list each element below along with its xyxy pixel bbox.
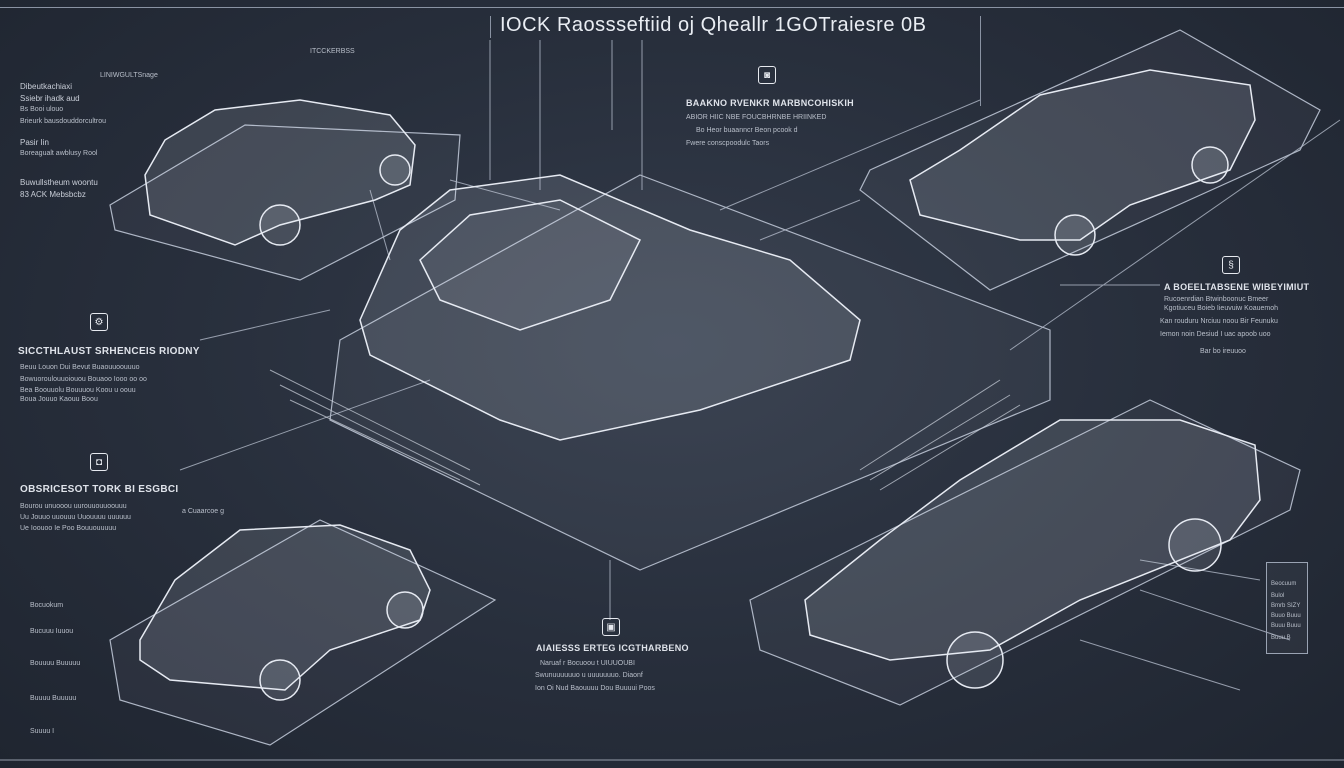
text-line: Ion Oi Nud Baouuuu Dou Buuuui Poos — [535, 685, 655, 692]
text-line: Buuu Buuu — [1271, 623, 1301, 629]
block-heading: OBSRICESOT TORK BI ESGBCI — [20, 484, 179, 495]
text-line: Fwere conscpoodulc Taors — [686, 140, 770, 147]
text-line: Ssiebr ihadk aud — [20, 94, 80, 103]
text-line: Swunuuuuuuo u uuuuuuuo. Diaonf — [535, 672, 643, 679]
text-line: Kan rouduru Nrciuu noou Bir Feunuku — [1160, 318, 1278, 325]
gear-icon: ⚙ — [90, 313, 108, 331]
text-line: Bmrb SIZY — [1271, 603, 1301, 609]
text-line: ABIOR HIIC NBE FOUCBHRNBE HRIINKED — [686, 114, 827, 121]
title-left-tick — [490, 16, 491, 38]
text-line: Bulol — [1271, 593, 1285, 599]
top-label-2: LINIWGULTSnage — [100, 72, 158, 79]
right-card: Beocuum Bulol Bmrb SIZY Buuo Buuu Buuu B… — [1266, 562, 1308, 654]
page-title: IOCK Raossseftiid oj Qheallr 1GOTraiesre… — [500, 14, 927, 36]
text-line: Pasir Iin — [20, 138, 49, 147]
title-right-tick — [980, 16, 981, 106]
text-line: Uu Jouuo uuouuu Uuouuuu uuuuuu — [20, 514, 131, 521]
text-line: Naruaf r Bocuoou t UIUUOUBI — [540, 660, 635, 667]
screen-icon: ▣ — [602, 618, 620, 636]
text-line: Iemon noin Desiud I uac apoob uoo — [1160, 331, 1271, 338]
top-label: ITCCKERBSS — [310, 48, 355, 55]
list-item: Bouuuu Buuuuu — [30, 660, 81, 667]
text-line: Beuu Louon Dui Bevut Buaouuoouuuo — [20, 364, 140, 371]
text-line: Buuu B — [1271, 635, 1291, 641]
list-item: Suuuu I — [30, 728, 55, 735]
text-line: Boua Jouuo Kaouu Boou — [20, 396, 98, 403]
text-line: Bourou unuooou uurouuouuoouuu — [20, 503, 127, 510]
text-line: Kgotiuceu Boieb Iieuvuiw Koauemoh — [1164, 305, 1279, 312]
list-item: Bucuuu Iuuou — [30, 628, 74, 635]
text-line: Ue Ioouoo Ie Poo Bouuouuuuu — [20, 525, 117, 532]
block-heading: BAAKNO RVENKR MARBNCOHISKIH — [686, 98, 854, 108]
engine-icon: ◘ — [90, 453, 108, 471]
text-line: Bs Booi ulouo — [20, 106, 64, 113]
block-heading: SICCTHLAUST SRHENCEIS RIODNY — [18, 346, 200, 357]
text-line: Beocuum — [1271, 581, 1297, 587]
text-line: Buwullstheum woontu — [20, 178, 98, 187]
text-line: Bowuoroulouuoiouou Bouaoo Iooo oo oo — [20, 376, 147, 383]
text-line: 83 ACK Mebsbcbz — [20, 190, 86, 199]
block-heading: A BOEELTABSENE WIBEYIMIUT — [1164, 282, 1310, 292]
text-line: Rucoenrdian Btwinboonuc Bmeer — [1164, 296, 1269, 303]
list-item: Buuuu Buuuuu — [30, 695, 77, 702]
text-line: Dibeutkachiaxi — [20, 82, 73, 91]
text-line: Brieurk bausdouddorcultrou — [20, 118, 106, 125]
car-seat-icon: ◙ — [758, 66, 776, 84]
top-border — [0, 7, 1344, 8]
list-item: Bocuokum — [30, 602, 64, 609]
text-line: Bo Heor buaanncr Beon pcook d — [696, 127, 798, 134]
block-heading: AIAIESSS ERTEG ICGTHARBENO — [536, 643, 689, 653]
text-line: Bar bo ireuuoo — [1200, 348, 1246, 355]
text-line: Buuo Buuu — [1271, 613, 1301, 619]
text-line: Boreagualt awblusy Rool — [20, 150, 98, 157]
device-icon: § — [1222, 256, 1240, 274]
text-line: Bea Boouuolu Bouuuou Koou u oouu — [20, 387, 136, 394]
callout-label: a Cuaarcoe g — [182, 508, 225, 515]
